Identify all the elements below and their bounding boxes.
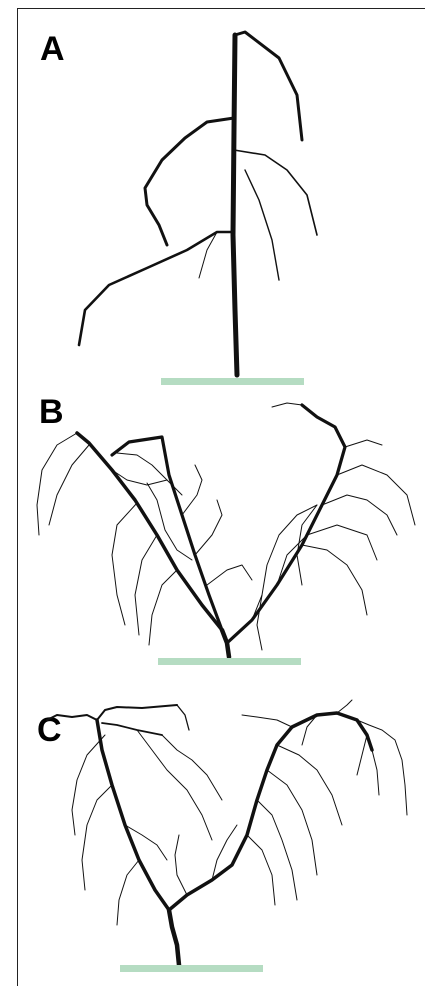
panel-c: C bbox=[17, 675, 426, 985]
panel-a: A bbox=[17, 10, 426, 385]
root-system-b bbox=[17, 385, 426, 675]
root-system-c bbox=[17, 675, 426, 985]
panel-b: B bbox=[17, 385, 426, 675]
scale-bar-a bbox=[161, 378, 304, 385]
scale-bar-c bbox=[120, 965, 263, 972]
scale-bar-b bbox=[158, 658, 301, 665]
root-system-a bbox=[17, 10, 426, 385]
